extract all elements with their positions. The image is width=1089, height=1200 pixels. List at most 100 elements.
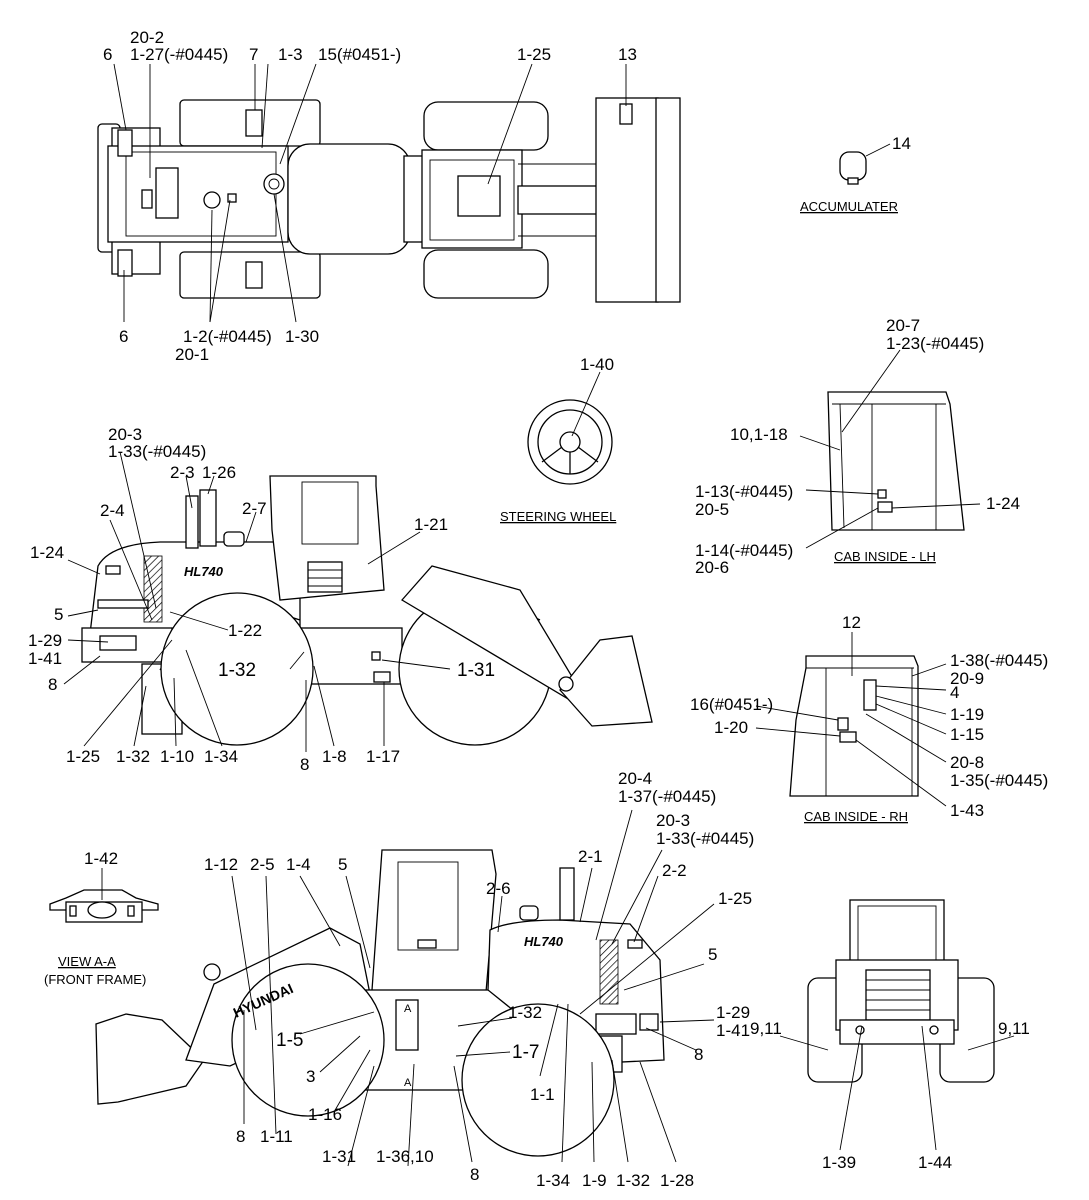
- callout-label: 9,11: [750, 1019, 782, 1038]
- callout-label: 20-7: [886, 316, 920, 335]
- callout-label: 1-41: [28, 649, 62, 668]
- callout-label: 5: [708, 945, 717, 964]
- steering-caption: STEERING WHEEL: [500, 509, 616, 524]
- top-view: [97, 63, 681, 323]
- callout-label: 20-9: [950, 669, 984, 688]
- callout-label: 2-4: [100, 501, 125, 520]
- callout-label: 1-19: [950, 705, 984, 724]
- cab-rh-view: 12 1-38(-#0445) 20-9 4 16(#0451-) 1-19 1…: [690, 613, 1048, 824]
- callout-label: 12: [842, 613, 861, 632]
- callout-label: 2-5: [250, 855, 275, 874]
- callout-label: 1-2(-#0445): [183, 327, 272, 346]
- callout-label: 20-8: [950, 753, 984, 772]
- callout-label: 8: [694, 1045, 703, 1064]
- callout-label: 20-3: [108, 425, 142, 444]
- cab-lh-caption: CAB INSIDE - LH: [834, 549, 936, 564]
- callout-label: 1-29: [716, 1003, 750, 1022]
- callout-label: 1-27(-#0445): [130, 45, 228, 64]
- callout-label: 20-6: [695, 558, 729, 577]
- callout-label: 13: [618, 45, 637, 64]
- section-marker: A: [404, 1077, 412, 1089]
- callout-label: 1-35(-#0445): [950, 771, 1048, 790]
- view-aa-sub: (FRONT FRAME): [44, 972, 146, 987]
- callout-label: 1-32: [218, 660, 256, 681]
- callout-label: 1-7: [512, 1042, 539, 1063]
- callout-label: 1-34: [536, 1171, 570, 1190]
- view-aa: 1-42 VIEW A-A (FRONT FRAME): [44, 849, 159, 987]
- callout-label: 1-5: [276, 1030, 303, 1051]
- callout-label: 6: [119, 327, 128, 346]
- callout-label: 2-7: [242, 499, 267, 518]
- callout-label: 20-4: [618, 769, 652, 788]
- callout-label: 1-32: [508, 1003, 542, 1022]
- callout-label: 1-12: [204, 855, 238, 874]
- callout-label: 1-30: [285, 327, 319, 346]
- cab-lh-view: 20-7 1-23(-#0445) 10,1-18 1-13(-#0445) 2…: [695, 316, 1020, 577]
- callout-label: 1-33(-#0445): [108, 442, 206, 461]
- section-marker: A: [404, 1003, 412, 1015]
- callout-label: 1-11: [260, 1127, 293, 1146]
- callout-label: 1-41: [716, 1021, 750, 1040]
- callout-label: 20-1: [175, 345, 209, 364]
- top-view-labels: 6 20-2 1-27(-#0445) 7 1-3 15(#0451-) 1-2…: [103, 28, 637, 364]
- accumulator-view: 14 ACCUMULATER: [800, 134, 911, 214]
- callout-label: 1-32: [116, 747, 150, 766]
- brand-text: HL740: [184, 564, 224, 579]
- callout-label: 1-31: [457, 660, 495, 681]
- view-aa-part: 1-42: [84, 849, 118, 868]
- left-side-view: HL740: [63, 451, 653, 752]
- callout-label: 1-28: [660, 1171, 694, 1190]
- callout-label: 1-14(-#0445): [695, 541, 793, 560]
- view-aa-caption: VIEW A-A: [58, 954, 116, 969]
- callout-label: 1-37(-#0445): [618, 787, 716, 806]
- callout-label: 20-5: [695, 500, 729, 519]
- callout-label: 1-31: [322, 1147, 356, 1166]
- steering-part: 1-40: [580, 355, 614, 374]
- right-side-view-labels: 20-4 1-37(-#0445) 20-3 1-33(-#0445) 1-12…: [204, 769, 754, 1190]
- callout-label: 1-43: [950, 801, 984, 820]
- callout-label: 20-3: [656, 811, 690, 830]
- callout-label: 1-26: [202, 463, 236, 482]
- accumulator-caption: ACCUMULATER: [800, 199, 898, 214]
- callout-label: 1-36,10: [376, 1147, 434, 1166]
- callout-label: 1-4: [286, 855, 311, 874]
- callout-label: 6: [103, 45, 112, 64]
- callout-label: 3: [306, 1067, 315, 1086]
- callout-label: 1-24: [986, 494, 1020, 513]
- callout-label: 1-25: [517, 45, 551, 64]
- callout-label: 1-1: [530, 1085, 555, 1104]
- callout-label: 1-9: [582, 1171, 607, 1190]
- right-side-view: HL740 HYUNDAI: [95, 809, 715, 1167]
- callout-label: 8: [236, 1127, 245, 1146]
- callout-label: 8: [300, 755, 309, 774]
- callout-label: 1-29: [28, 631, 62, 650]
- rear-view: 9,11 9,11 1-39 1-44: [750, 899, 1030, 1172]
- callout-label: 1-3: [278, 45, 303, 64]
- callout-label: 9,11: [998, 1019, 1030, 1038]
- callout-label: 1-34: [204, 747, 238, 766]
- callout-label: 4: [950, 683, 959, 702]
- callout-label: 1-17: [366, 747, 400, 766]
- callout-label: 15(#0451-): [318, 45, 401, 64]
- callout-label: 1-38(-#0445): [950, 651, 1048, 670]
- callout-label: 8: [48, 675, 57, 694]
- callout-label: 2-2: [662, 861, 687, 880]
- callout-label: 1-24: [30, 543, 64, 562]
- callout-label: 1-25: [718, 889, 752, 908]
- brand-text: HL740: [524, 934, 564, 949]
- callout-label: 1-22: [228, 621, 262, 640]
- callout-label: 1-21: [414, 515, 448, 534]
- callout-label: 1-44: [918, 1153, 952, 1172]
- callout-label: 5: [338, 855, 347, 874]
- callout-label: 5: [54, 605, 63, 624]
- callout-label: 2-6: [486, 879, 511, 898]
- callout-label: 1-33(-#0445): [656, 829, 754, 848]
- callout-label: 1-39: [822, 1153, 856, 1172]
- left-side-view-labels: 20-3 1-33(-#0445) 2-3 1-26 2-4 2-7 1-24 …: [28, 425, 495, 774]
- callout-label: 1-25: [66, 747, 100, 766]
- callout-label: 10,1-18: [730, 425, 788, 444]
- callout-label: 8: [470, 1165, 479, 1184]
- callout-label: 1-16: [308, 1105, 342, 1124]
- cab-rh-caption: CAB INSIDE - RH: [804, 809, 908, 824]
